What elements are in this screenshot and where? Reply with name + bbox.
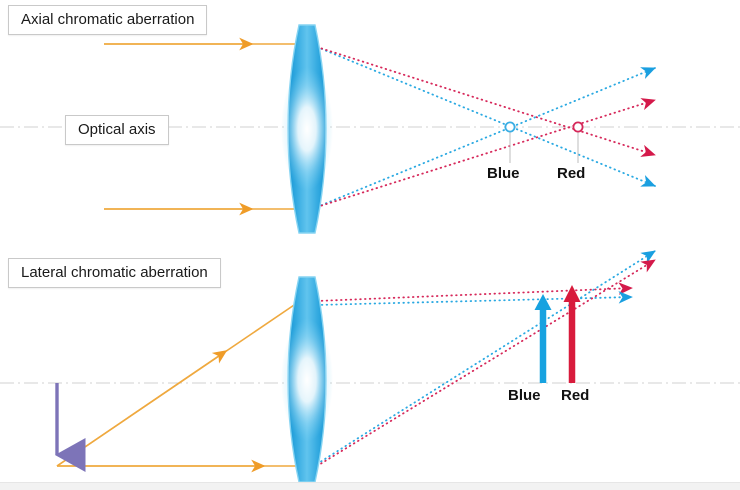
focus-label-red: Red: [557, 165, 586, 182]
image-label-red: Red: [561, 387, 590, 404]
lateral-panel-group: [0, 250, 740, 483]
focus-point-red: [572, 121, 584, 133]
image-arrow-red: [563, 285, 581, 383]
panel-title-axial: Axial chromatic aberration: [8, 5, 208, 35]
optical-axis-label: Optical axis: [65, 115, 169, 145]
refracted-ray-blue-upper-lateral: [316, 291, 633, 306]
refracted-ray-red-from-bottom: [316, 98, 656, 208]
footer-strip: [0, 482, 740, 490]
incoming-ray-oblique-lateral: [56, 300, 301, 467]
axial-panel-group: [0, 24, 740, 234]
refracted-ray-blue-from-bottom: [316, 67, 656, 208]
converging-lens-axial: [281, 24, 333, 234]
refracted-ray-blue-from-top: [316, 46, 656, 187]
focus-label-blue: Blue: [487, 165, 520, 182]
converging-lens-lateral: [281, 276, 333, 483]
image-arrow-blue: [534, 294, 552, 383]
refracted-ray-red-lower-lateral: [316, 259, 656, 467]
refracted-ray-red-upper-lateral: [316, 282, 633, 302]
focus-point-blue: [504, 121, 516, 133]
panel-title-lateral: Lateral chromatic aberration: [8, 258, 221, 288]
refracted-ray-red-from-top: [316, 46, 656, 157]
refracted-ray-blue-lower-lateral: [316, 250, 656, 465]
image-label-blue: Blue: [508, 387, 541, 404]
